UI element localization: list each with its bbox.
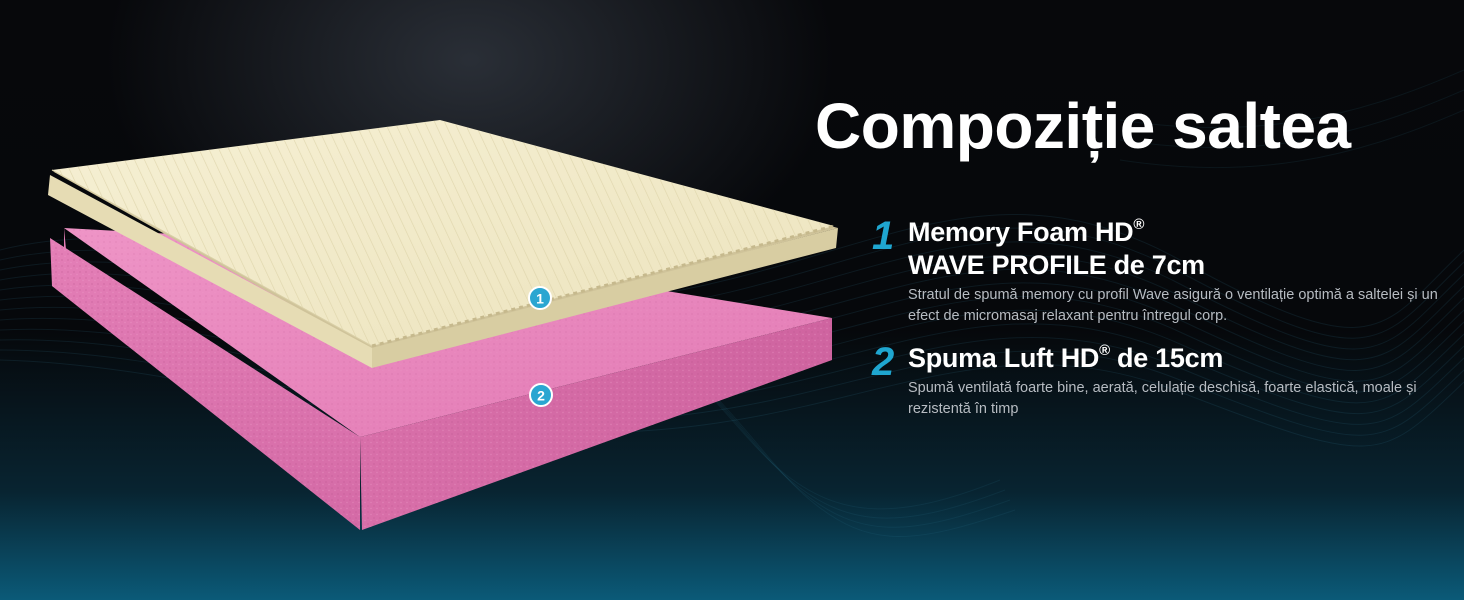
feature-heading-line-2: WAVE PROFILE de 7cm <box>908 250 1205 280</box>
feature-heading-prefix: Spuma Luft HD <box>908 343 1100 373</box>
memory-foam-layer <box>48 120 838 368</box>
feature-heading-suffix: de 15cm <box>1109 343 1224 373</box>
badge-layer-1: 1 <box>528 286 552 310</box>
badge-layer-2: 2 <box>529 383 553 407</box>
feature-number: 1 <box>872 214 895 258</box>
badge-number: 1 <box>536 291 544 307</box>
mattress-layers-illustration: 1 2 <box>48 120 838 530</box>
feature-number: 2 <box>872 340 895 384</box>
feature-heading-line-1: Memory Foam HD <box>908 217 1134 247</box>
badge-number: 2 <box>537 388 545 404</box>
feature-heading: Spuma Luft HD® de 15cm <box>908 342 1442 375</box>
page-title: Compoziție saltea <box>815 90 1351 162</box>
feature-body: Memory Foam HD® WAVE PROFILE de 7cm Stra… <box>908 216 1442 327</box>
feature-body: Spuma Luft HD® de 15cm Spumă ventilată f… <box>908 342 1442 420</box>
feature-description: Stratul de spumă memory cu profil Wave a… <box>908 287 1438 324</box>
registered-mark: ® <box>1099 342 1110 359</box>
feature-description: Spumă ventilată foarte bine, aerată, cel… <box>908 380 1417 417</box>
registered-mark: ® <box>1133 216 1145 233</box>
feature-heading: Memory Foam HD® WAVE PROFILE de 7cm <box>908 216 1442 282</box>
